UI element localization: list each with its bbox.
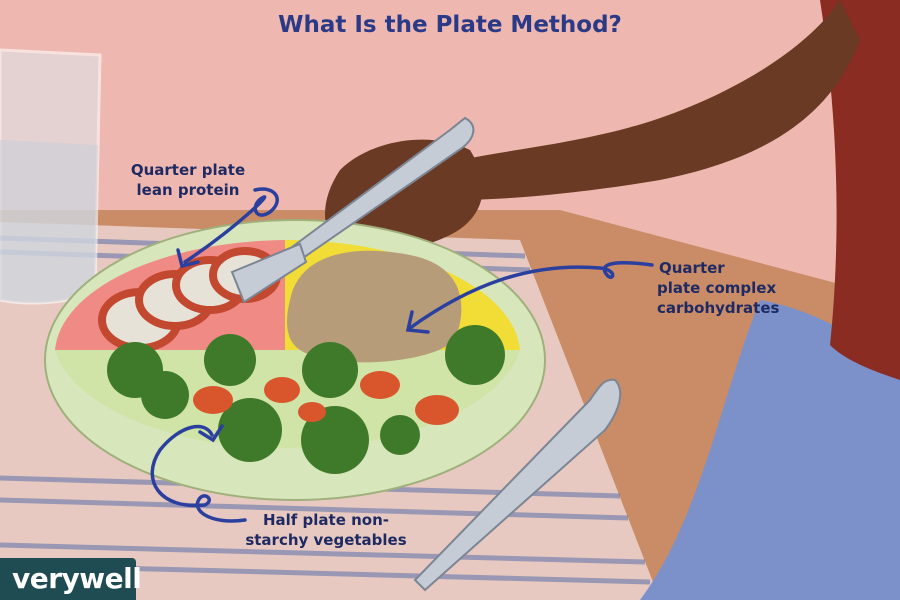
carbohydrates-label: Quarter plate complex carbohydrates (657, 258, 787, 318)
protein-label-line: Quarter plate (130, 161, 246, 179)
vegetable-arrow-head (198, 424, 224, 443)
carb-arrow (408, 260, 654, 330)
protein-arrow (183, 187, 279, 264)
knife (413, 378, 622, 592)
broccoli (107, 325, 505, 474)
protein-arrow-head (176, 248, 200, 269)
page-title: What Is the Plate Method? (278, 12, 622, 38)
jeans (640, 300, 900, 600)
vegetables-label: Half plate non- starchy vegetables (242, 510, 410, 550)
roasted-vegetables (193, 371, 459, 425)
carb-arrow-head (405, 310, 430, 334)
verywell-logo: verywell (0, 558, 142, 600)
water-glass (0, 48, 102, 305)
protein-label-line: lean protein (136, 181, 240, 199)
carb-label-line: Quarter (659, 259, 725, 277)
protein-label: Quarter plate lean protein (126, 160, 250, 200)
vegetable-arrow (150, 424, 247, 523)
carb-label-line: carbohydrates (657, 299, 780, 317)
vegetable-label-line: starchy vegetables (245, 531, 407, 549)
fork (230, 116, 475, 304)
brown-rice (287, 250, 462, 363)
arm (455, 0, 860, 200)
carb-label-line: plate complex (657, 279, 777, 297)
vegetable-label-line: Half plate non- (262, 511, 390, 529)
annotation-arrows (150, 187, 654, 523)
shirt (820, 0, 900, 380)
logo-text: verywell (12, 562, 142, 595)
